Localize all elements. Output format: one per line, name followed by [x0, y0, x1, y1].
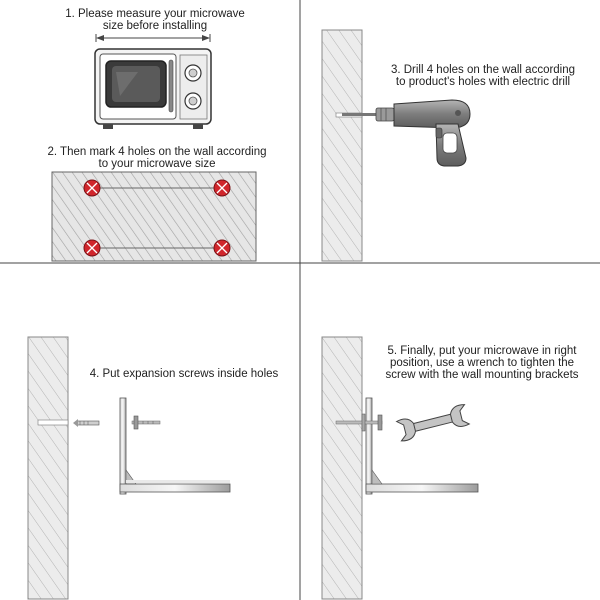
- marked-wall: [51, 171, 257, 262]
- drill-icon: [342, 99, 471, 167]
- hole-mark-icon: [83, 179, 101, 197]
- step-1-line-1: 1. Please measure your microwave: [65, 8, 245, 20]
- step-5-line-2: position, use a wrench to tighten the: [389, 357, 575, 369]
- l-bracket-icon: [119, 397, 231, 495]
- wall-section: [27, 336, 69, 600]
- l-bracket-icon: [365, 397, 479, 495]
- step-4-caption: 4. Put expansion screws inside holes: [76, 368, 292, 380]
- step-2-line-2: to your microwave size: [98, 158, 216, 170]
- hole-mark-icon: [213, 239, 231, 257]
- step-2-caption: 2. Then mark 4 holes on the wall accordi…: [22, 146, 292, 170]
- step-2-line-1: 2. Then mark 4 holes on the wall accordi…: [47, 146, 267, 158]
- bolt-icon: [131, 415, 161, 430]
- microwave-icon: [94, 34, 212, 129]
- wall-section: [321, 336, 363, 600]
- step-5-line-1: 5. Finally, put your microwave in right: [387, 345, 577, 357]
- expansion-screw-icon: [73, 419, 100, 427]
- step-1-caption: 1. Please measure your microwave size be…: [40, 8, 270, 32]
- step-5-line-3: screw with the wall mounting brackets: [385, 369, 579, 381]
- hole-mark-icon: [83, 239, 101, 257]
- step-1-line-2: size before installing: [102, 20, 208, 32]
- step-3-line-2: to product's holes with electric drill: [395, 76, 571, 88]
- step-3-line-1: 3. Drill 4 holes on the wall according: [390, 64, 576, 76]
- hole-mark-icon: [213, 179, 231, 197]
- step-3-caption: 3. Drill 4 holes on the wall according t…: [370, 64, 596, 88]
- step-5-caption: 5. Finally, put your microwave in right …: [368, 345, 596, 381]
- bolt-icon: [335, 413, 383, 432]
- wall-section: [321, 29, 363, 262]
- wrench-icon: [395, 404, 471, 442]
- step-4-line-1: 4. Put expansion screws inside holes: [89, 368, 279, 380]
